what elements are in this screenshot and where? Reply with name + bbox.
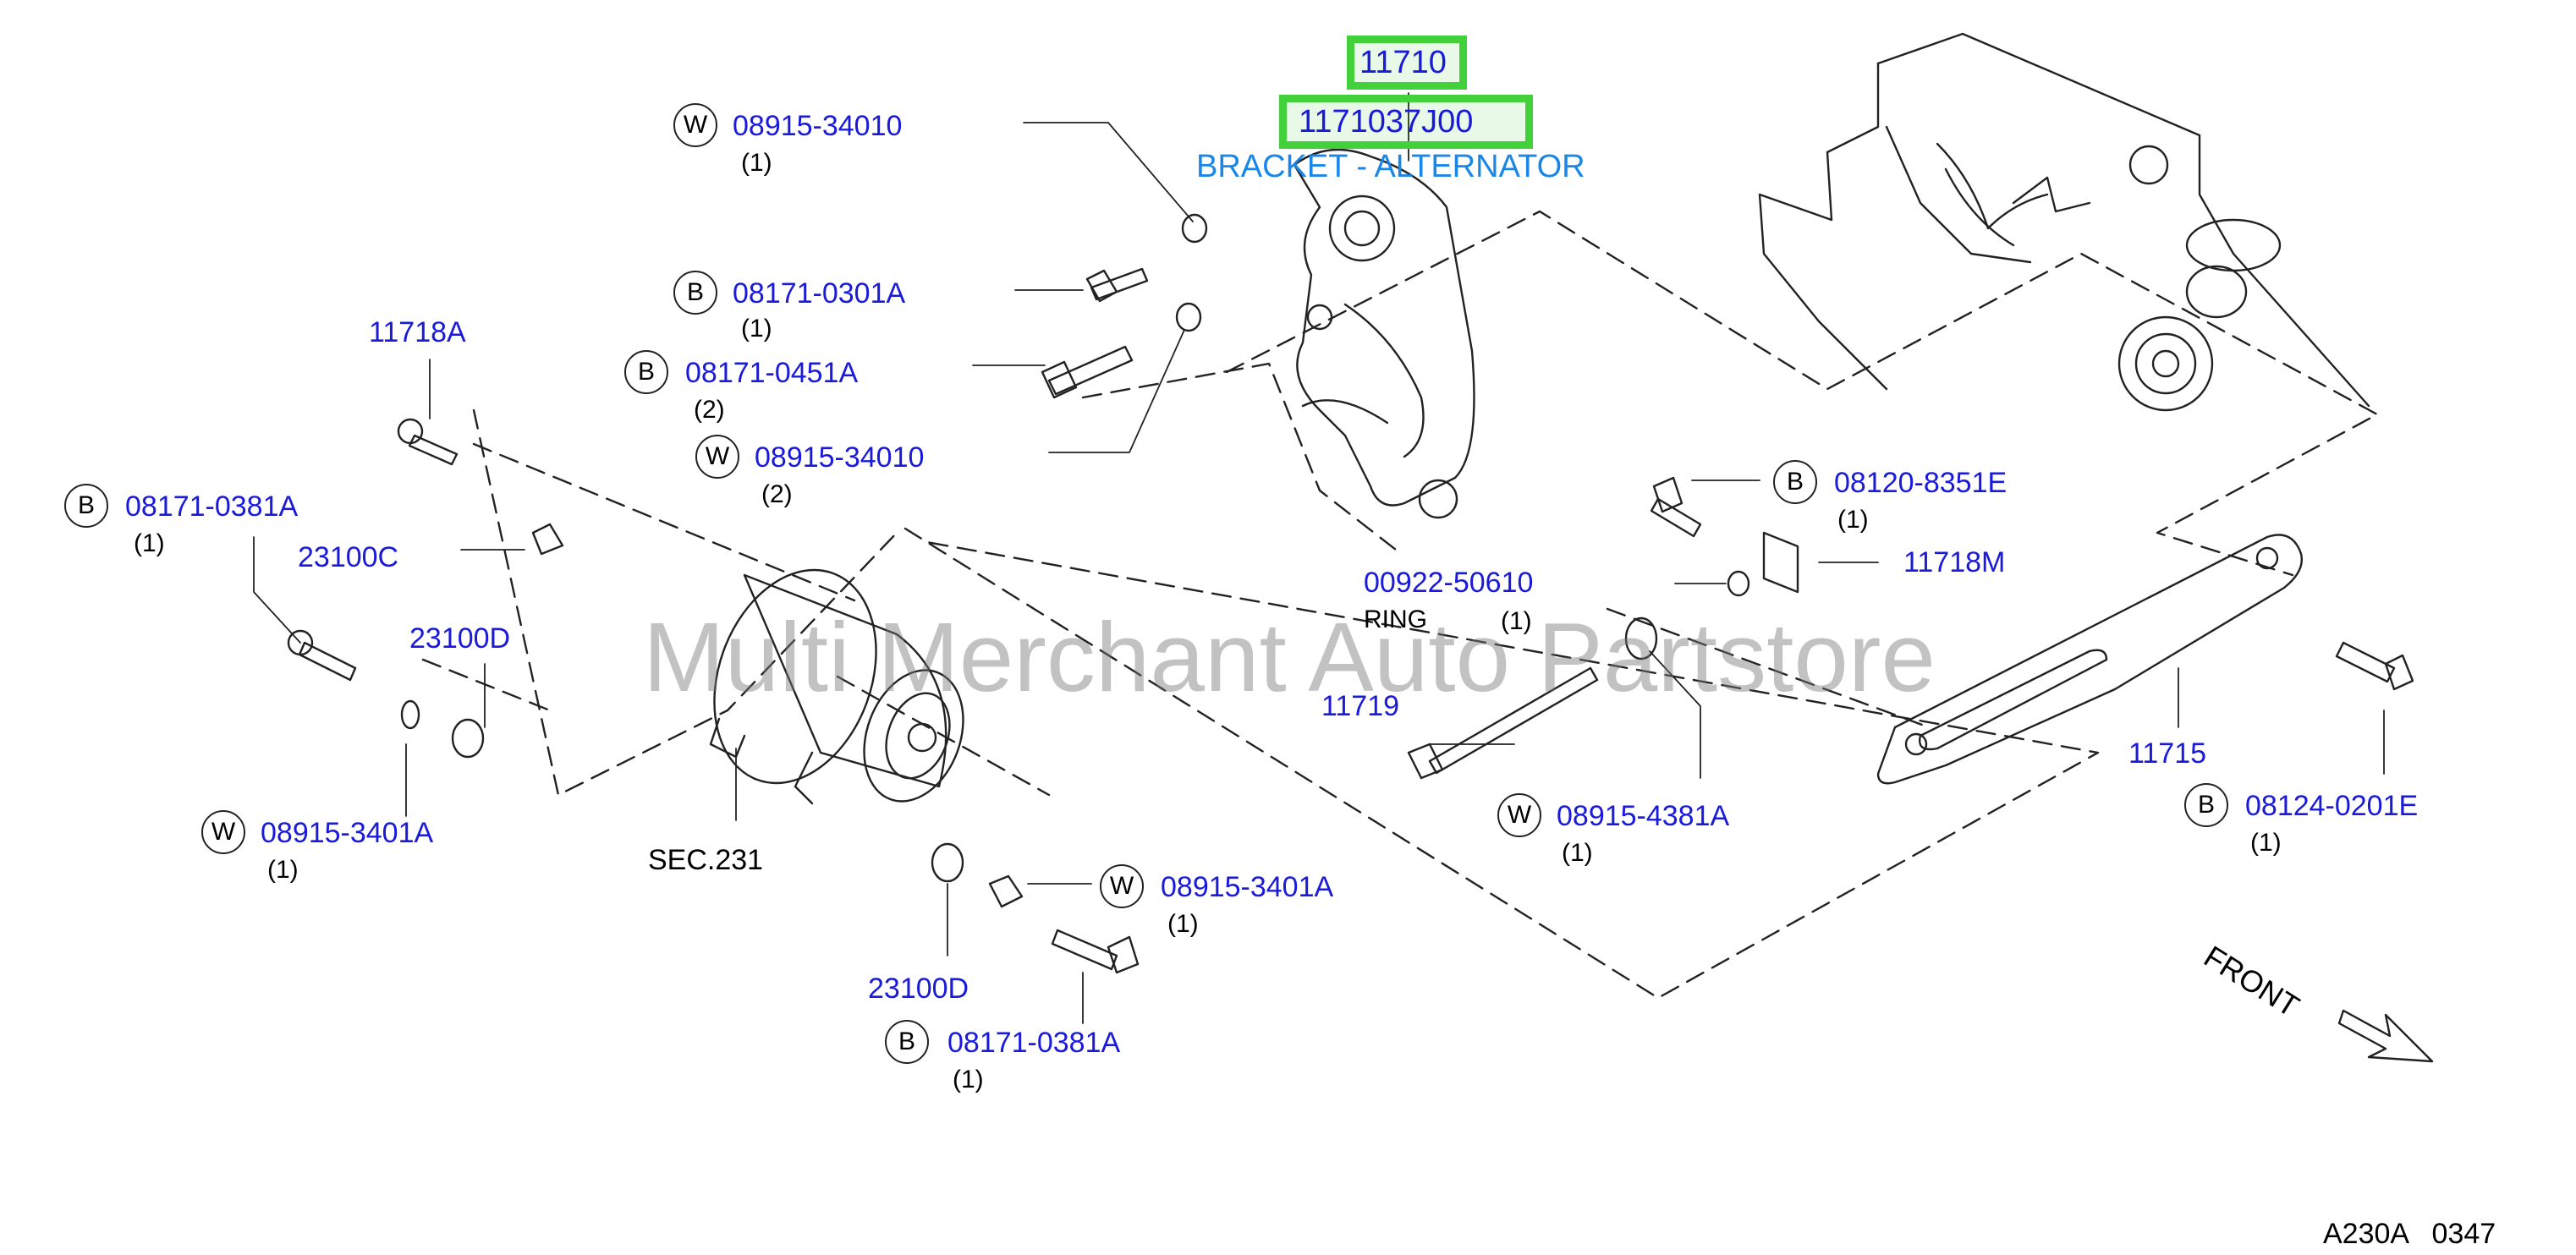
- part-qty: (2): [761, 480, 793, 508]
- bolt-badge-icon: B: [1773, 460, 1817, 504]
- part-qty: (1): [1501, 607, 1532, 635]
- part-link-08171-0381a[interactable]: 08171-0381A: [947, 1027, 1121, 1059]
- part-link-11718m[interactable]: 11718M: [1903, 546, 2006, 578]
- alternator-bracket[interactable]: [1293, 148, 1475, 519]
- part-link-08171-0381a[interactable]: 08171-0381A: [125, 490, 299, 523]
- bolt-badge-icon: B: [885, 1020, 929, 1064]
- highlight-box-full-no: [1279, 95, 1533, 149]
- alternator[interactable]: [686, 547, 980, 815]
- part-link-08915-34010[interactable]: 08915-34010: [733, 110, 903, 142]
- part-link-08915-4381a[interactable]: 08915-4381A: [1557, 800, 1730, 832]
- part-link-11719[interactable]: 11719: [1321, 690, 1400, 722]
- bolt-badge-icon: B: [64, 484, 108, 528]
- washer-badge-icon: W: [201, 810, 245, 854]
- assembly-dashed-outline: [421, 210, 2379, 1000]
- part-name-ring: RING: [1364, 606, 1427, 633]
- part-qty: (1): [267, 856, 299, 884]
- bolt-badge-icon: B: [624, 350, 668, 394]
- part-link-23100d[interactable]: 23100D: [868, 973, 969, 1005]
- part-link-23100d[interactable]: 23100D: [409, 622, 511, 655]
- washer-badge-icon: W: [1497, 793, 1541, 837]
- part-link-08171-0451a[interactable]: 08171-0451A: [685, 357, 859, 389]
- part-link-11715[interactable]: 11715: [2128, 737, 2207, 770]
- highlight-part-no[interactable]: 11710: [1359, 45, 1447, 80]
- highlight-full-part-no[interactable]: 1171037J00: [1299, 104, 1474, 140]
- highlight-box-part-no: [1347, 36, 1467, 90]
- bolt-badge-icon: B: [673, 271, 717, 315]
- engine-block: [1758, 32, 2370, 412]
- part-qty: (1): [2250, 829, 2282, 857]
- store-watermark: Multi Merchant Auto Partstore: [643, 602, 1936, 712]
- leader-lines: [253, 92, 2385, 1024]
- part-link-08120-8351e[interactable]: 08120-8351E: [1834, 467, 2008, 499]
- bolt-badge-icon: B: [2184, 783, 2228, 827]
- washer-badge-icon: W: [695, 435, 739, 479]
- part-link-11718a[interactable]: 11718A: [369, 316, 466, 348]
- diagram-code: A230A 0347: [2323, 1218, 2496, 1250]
- adjusting-arm[interactable]: [1876, 534, 2303, 785]
- part-qty: (1): [1562, 839, 1593, 867]
- washer-badge-icon: W: [1100, 864, 1144, 908]
- part-link-08124-0201e[interactable]: 08124-0201E: [2245, 790, 2419, 822]
- part-link-08171-0301a[interactable]: 08171-0301A: [733, 277, 906, 310]
- part-link-08915-34010[interactable]: 08915-34010: [755, 441, 925, 474]
- part-link-00922-50610[interactable]: 00922-50610: [1364, 567, 1534, 599]
- part-qty: (1): [1167, 910, 1199, 938]
- part-qty: (1): [741, 149, 772, 177]
- fasteners: [287, 213, 2414, 974]
- part-link-08915-3401a[interactable]: 08915-3401A: [1161, 871, 1334, 903]
- part-qty: (1): [953, 1066, 984, 1093]
- part-qty: (1): [1837, 506, 1869, 534]
- part-qty: (1): [134, 529, 165, 557]
- section-reference: SEC.231: [648, 844, 764, 876]
- part-link-08915-3401a[interactable]: 08915-3401A: [261, 817, 434, 849]
- part-link-23100c[interactable]: 23100C: [298, 541, 399, 573]
- part-qty: (2): [694, 396, 725, 424]
- front-arrow-icon: [2337, 1009, 2434, 1063]
- washer-badge-icon: W: [673, 103, 717, 147]
- part-qty: (1): [741, 315, 772, 343]
- highlight-part-description: BRACKET - ALTERNATOR: [1196, 149, 1585, 184]
